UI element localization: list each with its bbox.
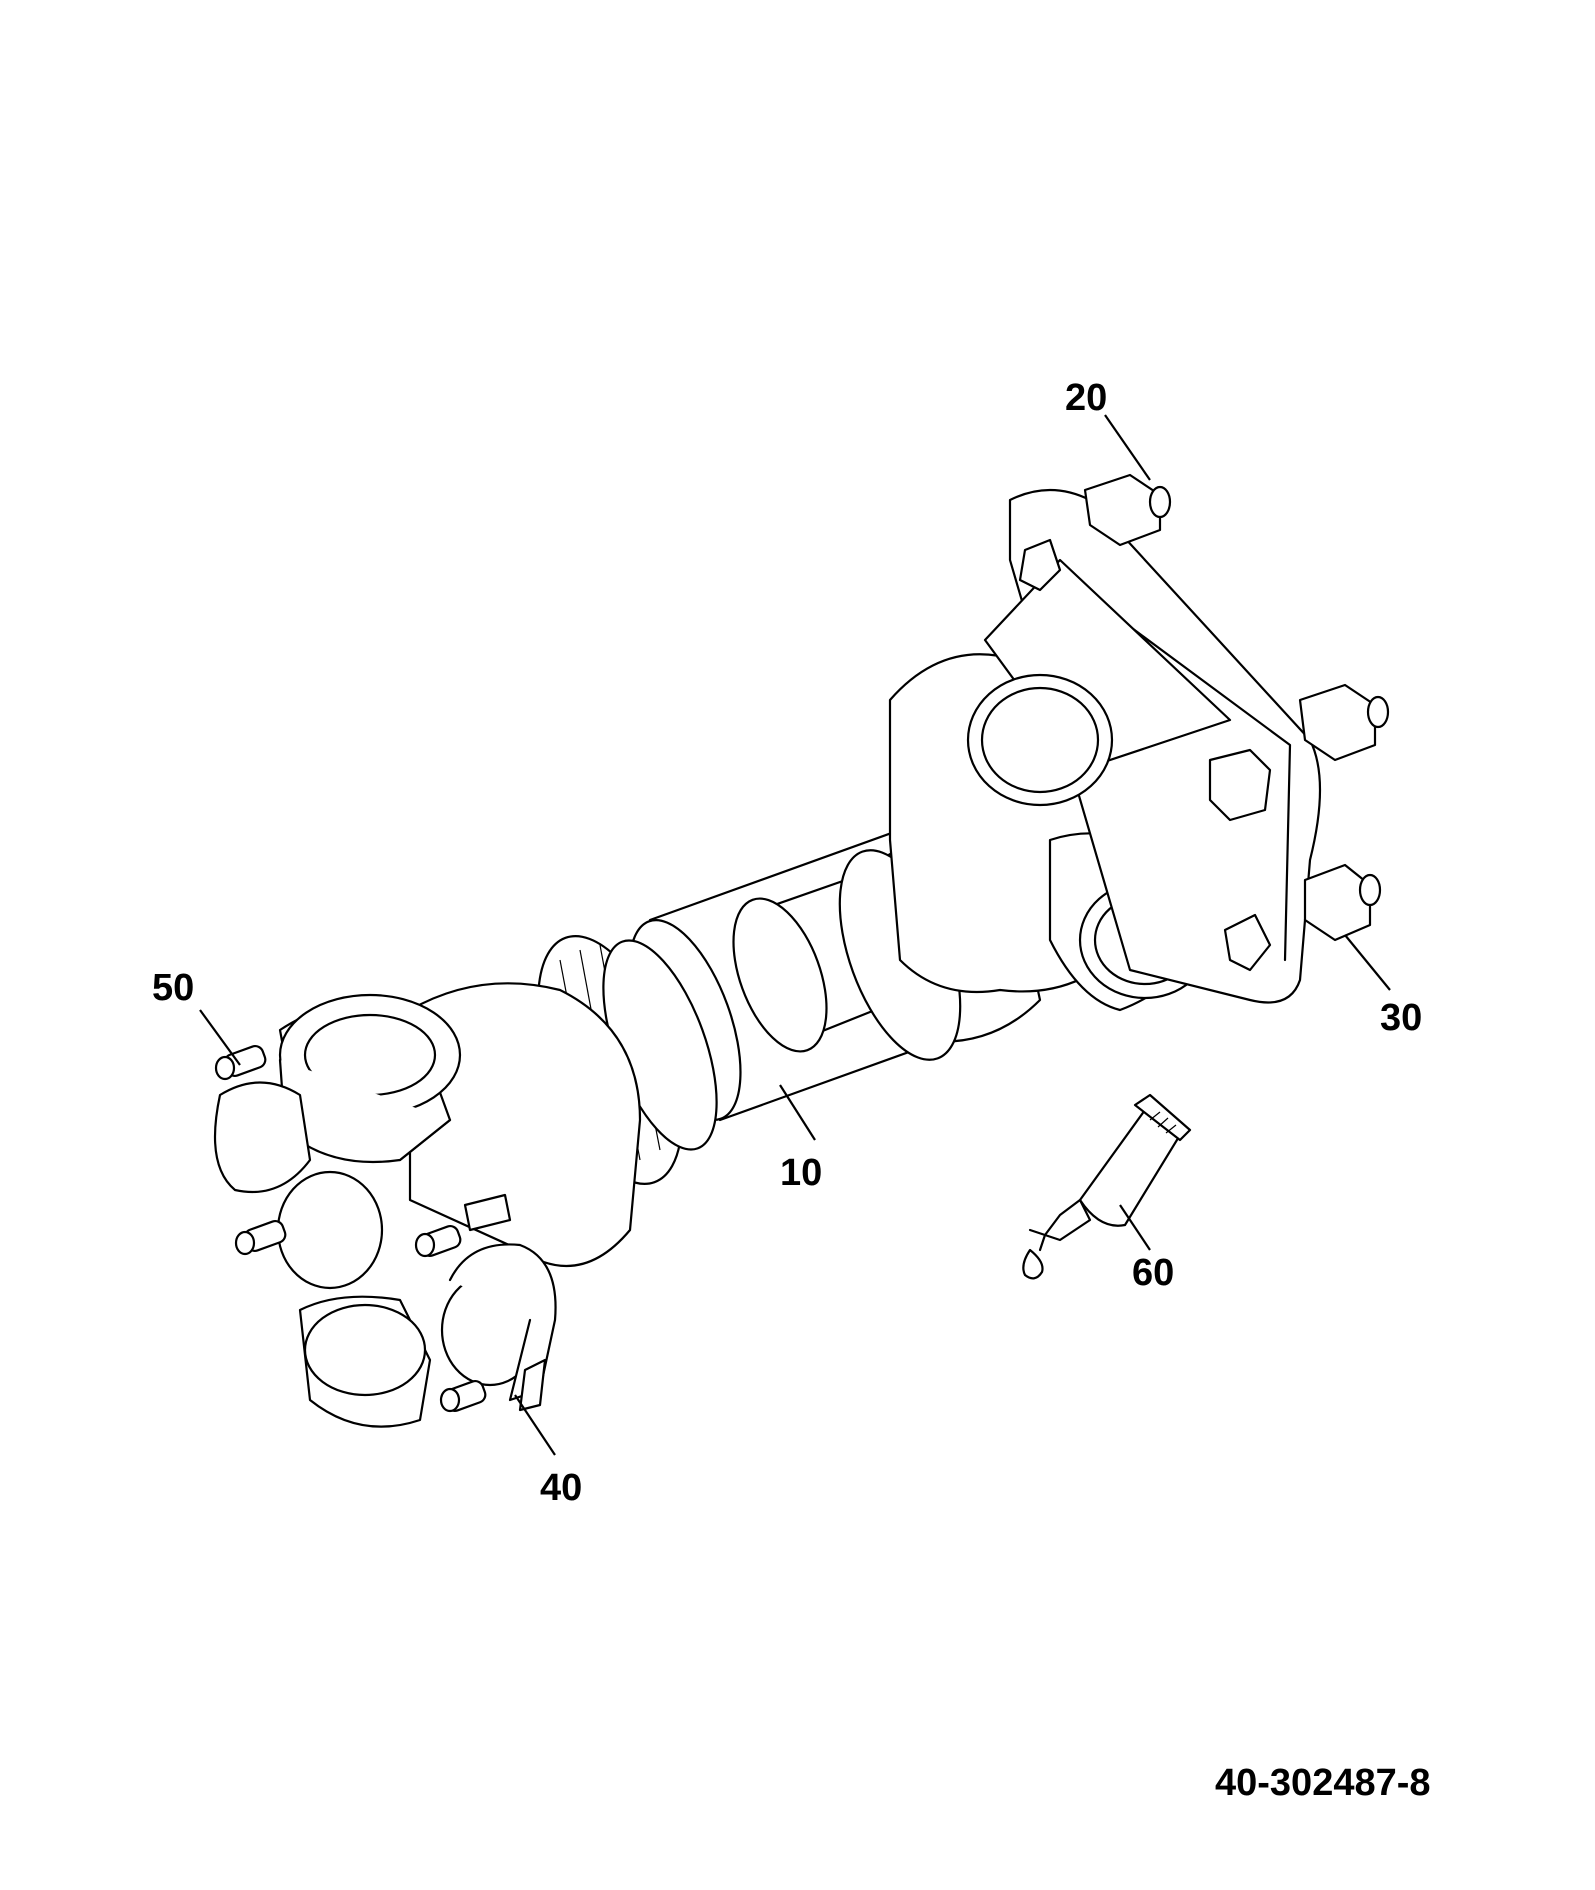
callout-60: 60 [1132, 1252, 1174, 1294]
sealant-tube [1022, 1093, 1192, 1280]
leader-lines [199, 414, 1391, 1456]
leader-50 [199, 1009, 241, 1066]
callout-10: 10 [780, 1152, 822, 1194]
callout-20: 20 [1065, 377, 1107, 419]
callout-40: 40 [540, 1467, 582, 1509]
document-number: 40-302487-8 [1215, 1762, 1431, 1804]
callout-50: 50 [152, 967, 194, 1009]
leader-20 [1104, 414, 1151, 481]
leader-30 [1344, 934, 1391, 991]
leader-10 [779, 1084, 816, 1141]
leader-60 [1119, 1204, 1151, 1251]
flange-yoke [888, 473, 1390, 1012]
callout-30: 30 [1380, 997, 1422, 1039]
universal-joint [213, 982, 642, 1428]
leader-40 [514, 1394, 556, 1456]
